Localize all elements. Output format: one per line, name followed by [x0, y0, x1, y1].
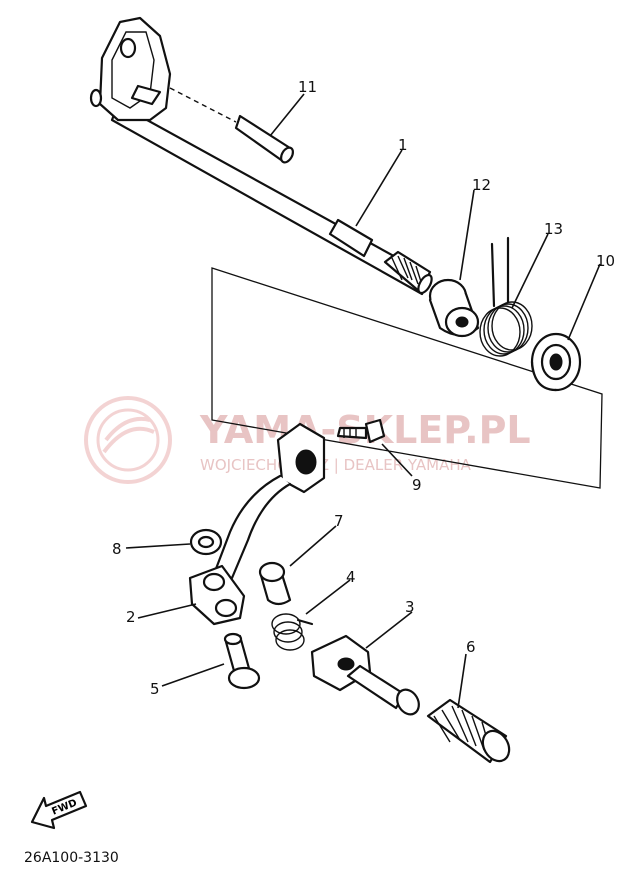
pedal-rubber — [426, 698, 511, 764]
pin — [169, 87, 294, 164]
oil-seal — [530, 332, 582, 392]
washer — [189, 528, 223, 556]
collar-small — [258, 561, 292, 606]
diagram-code: 26A100-3130 — [24, 850, 119, 866]
callout-2: 2 — [126, 608, 136, 626]
leader-lines — [125, 93, 601, 709]
shift-arm — [188, 422, 326, 626]
callout-10: 10 — [596, 252, 615, 270]
shift-shaft — [89, 16, 433, 296]
callout-1: 1 — [398, 136, 408, 154]
callout-4: 4 — [346, 568, 356, 586]
callout-6: 6 — [466, 638, 476, 656]
arm-bolt — [223, 632, 261, 690]
callout-3: 3 — [405, 598, 415, 616]
callout-labels: 1 2 3 4 5 6 7 8 9 10 11 12 13 — [112, 78, 615, 698]
assembly-box — [211, 267, 603, 489]
callout-7: 7 — [334, 512, 344, 530]
bolt — [336, 418, 386, 444]
callout-9: 9 — [412, 476, 422, 494]
torsion-spring — [479, 236, 533, 357]
callout-13: 13 — [544, 220, 563, 238]
fwd-arrow: FWD — [30, 790, 88, 830]
shift-pedal — [310, 634, 420, 716]
callout-11: 11 — [298, 78, 317, 96]
watermark-logo — [84, 396, 172, 484]
callout-5: 5 — [150, 680, 160, 698]
collar — [428, 278, 480, 338]
callout-8: 8 — [112, 540, 122, 558]
callout-12: 12 — [472, 176, 491, 194]
watermark-subtitle: WOJCIECHOWICZ | DEALER YAMAHA — [200, 456, 472, 474]
coil-spring — [271, 613, 314, 651]
